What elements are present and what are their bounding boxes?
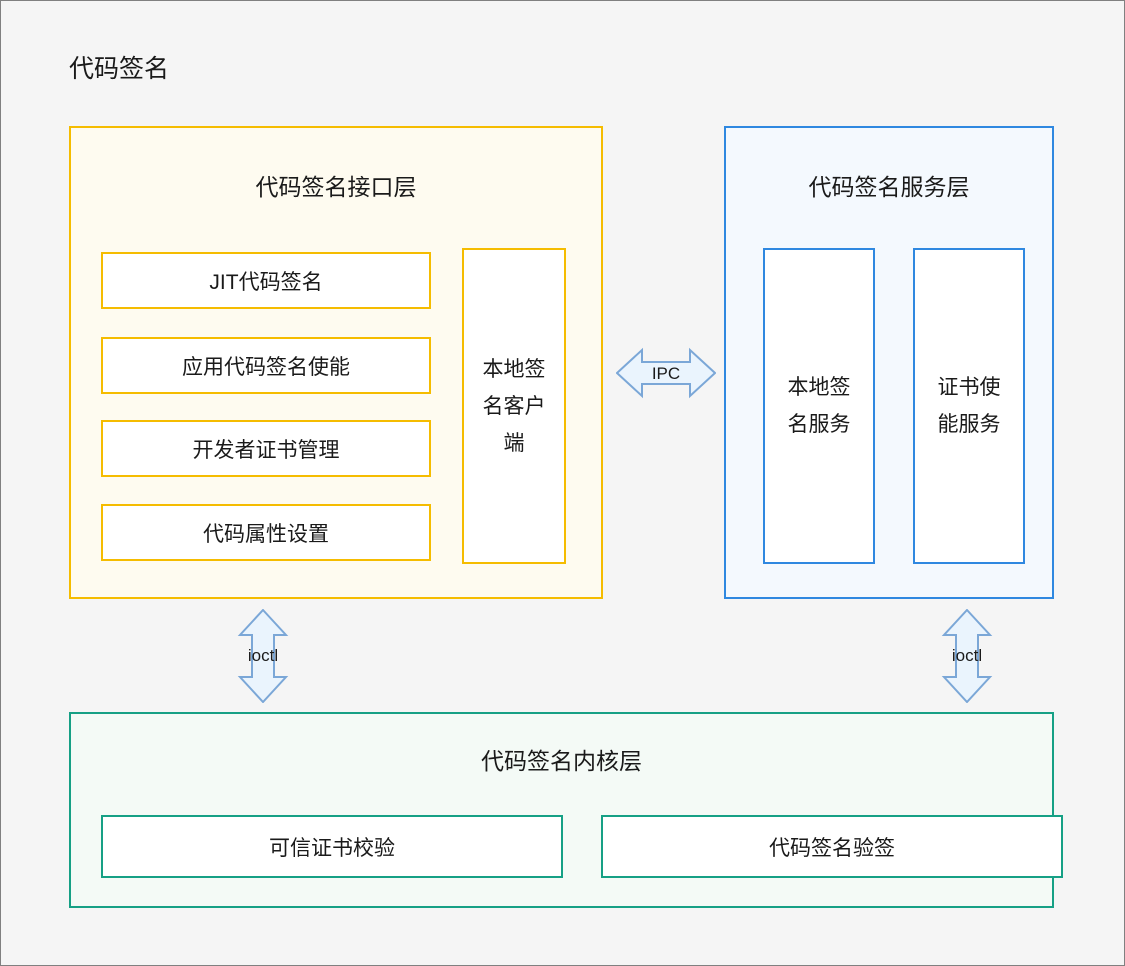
connector-ioctl-right: ioctl [938,609,996,703]
page-title: 代码签名 [69,55,170,83]
double-arrow-vertical-icon [237,609,289,703]
interface-item-developer-cert-management[interactable]: 开发者证书管理 [101,420,431,477]
interface-item-code-attribute-settings[interactable]: 代码属性设置 [101,504,431,561]
panel-interface-layer: 代码签名接口层 JIT代码签名 应用代码签名使能 开发者证书管理 代码属性设置 … [69,126,603,599]
interface-item-local-signing-client[interactable]: 本地签名客户端 [462,248,566,564]
connector-ioctl-left: ioctl [234,609,292,703]
panel-service-layer: 代码签名服务层 本地签名服务 证书使能服务 [724,126,1054,599]
kernel-item-trusted-cert-verification[interactable]: 可信证书校验 [101,815,563,878]
panel-kernel-layer-title: 代码签名内核层 [481,748,642,774]
panel-kernel-layer: 代码签名内核层 可信证书校验 代码签名验签 [69,712,1063,908]
double-arrow-horizontal-icon [616,347,716,399]
panel-interface-layer-title: 代码签名接口层 [255,174,417,200]
panel-service-layer-title: 代码签名服务层 [808,174,970,200]
double-arrow-vertical-icon [941,609,993,703]
service-item-cert-enable-service[interactable]: 证书使能服务 [913,248,1025,564]
interface-item-app-code-signing-enable[interactable]: 应用代码签名使能 [101,337,431,394]
service-item-local-signing-service[interactable]: 本地签名服务 [763,248,875,564]
interface-item-jit-code-signing[interactable]: JIT代码签名 [101,252,431,309]
connector-ipc: IPC [616,344,716,402]
kernel-item-code-signature-verification[interactable]: 代码签名验签 [601,815,1063,878]
